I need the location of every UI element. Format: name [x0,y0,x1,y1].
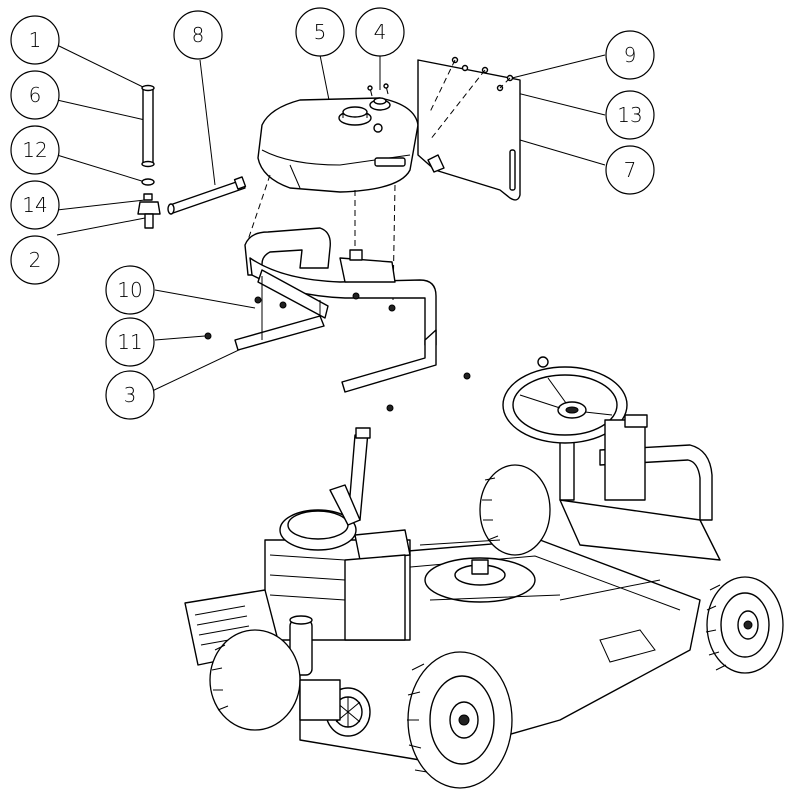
svg-text:14: 14 [22,193,47,217]
svg-text:8: 8 [192,23,205,47]
svg-text:7: 7 [624,158,637,182]
callout-11: 11 [105,317,155,367]
svg-text:9: 9 [624,43,637,67]
svg-text:1: 1 [29,28,42,52]
callout-7: 7 [605,145,655,195]
shield-part-7 [417,59,521,201]
svg-text:10: 10 [117,278,142,302]
svg-text:3: 3 [124,383,137,407]
rear-right-wheel [705,576,784,674]
callout-6: 6 [10,70,60,120]
svg-text:6: 6 [29,83,42,107]
mower-assembly [184,356,784,789]
front-pulley [299,679,371,737]
callout-9: 9 [605,30,655,80]
washer-part-12 [141,178,155,186]
svg-text:5: 5 [314,20,327,44]
front-left-wheel [209,629,301,731]
callout-3: 3 [105,370,155,420]
callout-10: 10 [105,265,155,315]
fitting-part-2 [137,193,161,229]
svg-text:12: 12 [22,138,47,162]
callout-8: 8 [173,10,223,60]
callout-12: 12 [10,125,60,175]
rear-left-wheel [479,464,551,556]
hose-part-8 [167,176,247,215]
rear-frame [559,414,721,561]
svg-text:4: 4 [374,20,387,44]
callout-4: 4 [355,7,405,57]
front-right-wheel [407,651,513,789]
callout-5: 5 [295,7,345,57]
svg-text:2: 2 [29,248,42,272]
callout-2: 2 [10,235,60,285]
fuel-tank-part-5 [257,97,419,193]
svg-text:13: 13 [617,103,642,127]
steering-wheel [502,356,628,501]
callout-14: 14 [10,180,60,230]
frame-part-3 [204,227,471,412]
screws-part-9-13 [429,56,514,141]
svg-text:11: 11 [117,330,142,354]
cap-part-4 [367,83,391,111]
callout-13: 13 [605,90,655,140]
callout-1: 1 [10,15,60,65]
engine [184,427,411,676]
rod-part-6 [141,84,155,168]
